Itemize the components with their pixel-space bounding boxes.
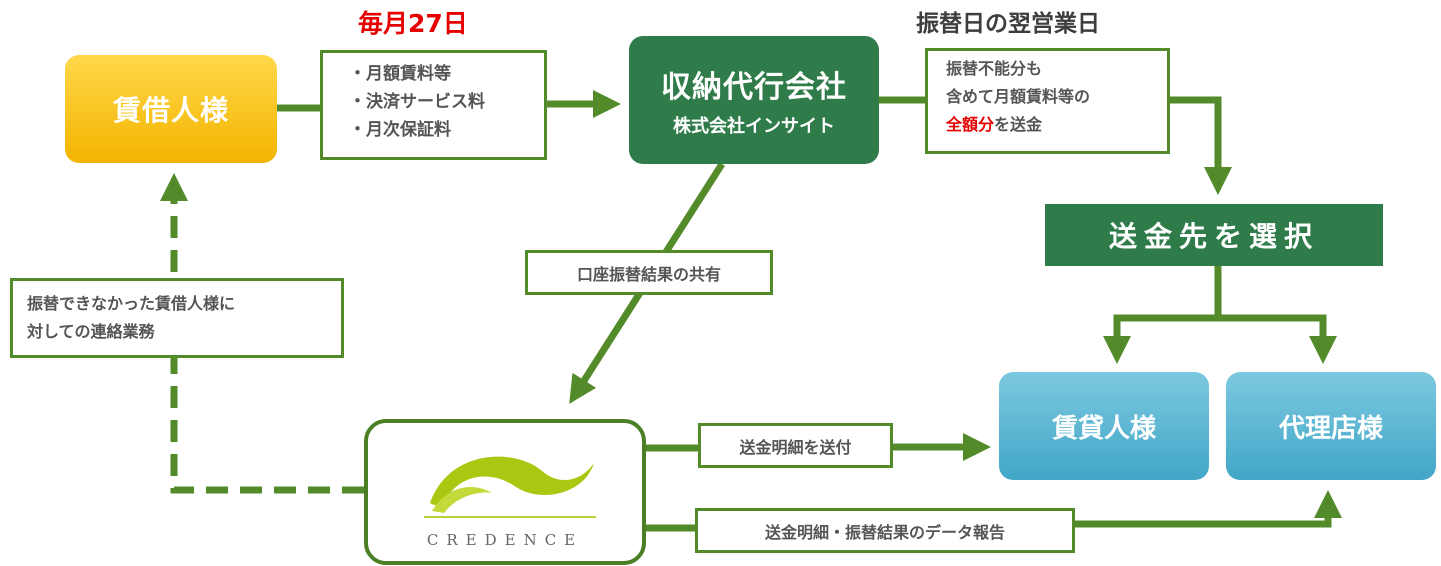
remit-line-1: 振替不能分も	[946, 59, 1043, 78]
credence-box: CREDENCE	[364, 419, 646, 565]
tenant-box: 賃借人様	[65, 55, 277, 163]
contact-line-1: 振替できなかった賃借人様に	[27, 294, 236, 313]
arrow-to-agency	[1218, 314, 1337, 364]
remit-line-2: 含めて月額賃料等の	[946, 87, 1091, 106]
credence-logo-icon	[424, 456, 596, 518]
agent-title: 収納代行会社	[661, 70, 847, 105]
contact-line-2: 対しての連絡業務	[27, 322, 155, 341]
payment-items-box: ・月額賃料等 ・決済サービス料 ・月次保証料	[320, 50, 547, 160]
select-destination-banner: 送金先を選択	[1045, 204, 1383, 266]
remittance-timing: 振替日の翌営業日	[916, 11, 1100, 37]
full-amount-box: 振替不能分も 含めて月額賃料等の 全額分を送金	[925, 48, 1170, 154]
data-report-box: 送金明細・振替結果のデータ報告	[695, 508, 1075, 553]
select-destination-label: 送金先を選択	[1108, 220, 1319, 253]
contact-task-box: 振替できなかった賃借人様に 対しての連絡業務	[10, 278, 344, 358]
tenant-label: 賃借人様	[112, 94, 229, 127]
payment-item: ・月次保証料	[349, 120, 451, 140]
send-statement-label: 送金明細を送付	[739, 437, 852, 457]
arrow-report-to-agency	[1075, 490, 1342, 528]
remit-line-3: 全額分を送金	[946, 111, 1167, 139]
lessor-label: 賃貸人様	[1051, 413, 1156, 444]
arrow-to-lessor	[1103, 314, 1218, 364]
arrow-remit-to-select	[1170, 96, 1232, 195]
agency-label: 代理店様	[1278, 413, 1383, 444]
share-result-box: 口座振替結果の共有	[525, 250, 773, 295]
collection-agent-box: 収納代行会社 株式会社インサイト	[629, 36, 879, 164]
lessor-box: 賃貸人様	[999, 372, 1209, 480]
payment-item: ・決済サービス料	[349, 92, 485, 112]
arrow-credence-to-tenant-dashed	[160, 173, 364, 494]
share-result-label: 口座振替結果の共有	[576, 264, 721, 284]
remit-line-3-rest: を送金	[994, 115, 1043, 134]
agent-subtitle: 株式会社インサイト	[673, 116, 835, 137]
data-report-label: 送金明細・振替結果のデータ報告	[764, 522, 1005, 542]
full-amount-emphasis: 全額分	[946, 115, 995, 134]
agency-box: 代理店様	[1226, 372, 1436, 480]
payment-item: ・月額賃料等	[349, 64, 451, 84]
credence-wordmark: CREDENCE	[426, 531, 584, 549]
payment-date: 毎月27日	[358, 9, 468, 38]
send-statement-box: 送金明細を送付	[698, 423, 893, 468]
